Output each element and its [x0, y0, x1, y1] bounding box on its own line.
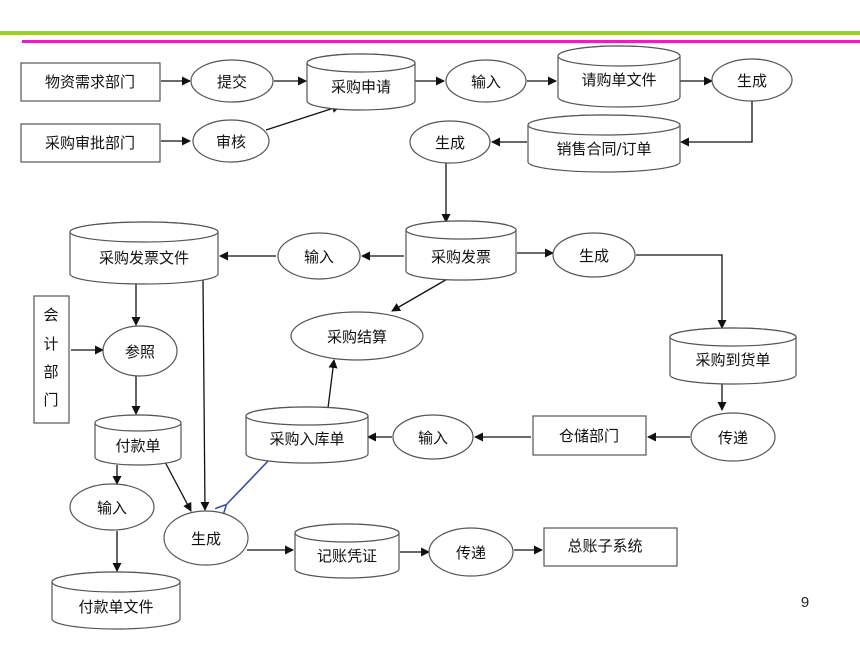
input-2-node: 输入 — [277, 232, 361, 280]
transfer-2-label: 传递 — [456, 544, 486, 562]
generate-2-label: 生成 — [435, 134, 465, 152]
purchase-invoice-store: 采购发票 — [405, 220, 517, 281]
input-1-label: 输入 — [471, 73, 501, 91]
input-3-node: 输入 — [392, 414, 474, 460]
accounting-dept-char-2: 计 — [43, 335, 58, 353]
edge-invfile-generate4 — [200, 279, 210, 511]
payment-file-label: 付款单文件 — [78, 598, 153, 616]
sales-contract-store: 销售合同/订单 — [527, 114, 681, 173]
transfer-1-label: 传递 — [718, 429, 748, 447]
dept-material: 物资需求部门 — [20, 62, 161, 102]
purchase-arrival-store: 采购到货单 — [669, 327, 797, 385]
purchase-invoice-file-label: 采购发票文件 — [99, 249, 189, 267]
requisition-file-store: 请购单文件 — [557, 45, 681, 108]
generate-1-node: 生成 — [711, 58, 793, 102]
generate-1-label: 生成 — [737, 72, 767, 90]
edge-receipt-settlement — [327, 359, 338, 409]
warehouse-dept-label: 仓储部门 — [559, 427, 619, 445]
edge-invoice-settlement — [391, 277, 450, 312]
voucher-store: 记账凭证 — [294, 523, 400, 579]
general-ledger: 总账子系统 — [543, 527, 678, 567]
generate-2-node: 生成 — [409, 120, 491, 164]
input-3-label: 输入 — [418, 429, 448, 447]
purchase-invoice-file-store: 采购发票文件 — [69, 221, 219, 285]
approve-label: 审核 — [216, 133, 246, 151]
submit-label: 提交 — [217, 73, 247, 91]
dept-purchase-approval-label: 采购审批部门 — [45, 134, 135, 152]
purchase-invoice-label: 采购发票 — [431, 248, 491, 266]
edge-payment-generate4 — [164, 461, 192, 512]
payment-order-label: 付款单 — [115, 437, 160, 455]
settlement-node: 采购结算 — [290, 311, 424, 361]
input-4-label: 输入 — [97, 499, 127, 517]
purchase-receipt-store: 采购入库单 — [245, 406, 369, 464]
accounting-dept: 会 计 部 门 — [33, 295, 70, 424]
edge-approve-request — [265, 104, 341, 131]
purchase-request-label: 采购申请 — [331, 78, 391, 96]
purchase-request-store: 采购申请 — [306, 53, 416, 111]
header-bar-green — [0, 31, 860, 35]
transfer-1-node: 传递 — [690, 412, 776, 462]
edge-generate1-sales — [680, 101, 753, 147]
approve-node: 审核 — [192, 119, 270, 163]
input-1-node: 输入 — [445, 59, 527, 103]
generate-3-label: 生成 — [579, 247, 609, 265]
annotation-arrow — [225, 458, 271, 506]
reference-node: 参照 — [102, 325, 178, 377]
voucher-label: 记账凭证 — [317, 547, 377, 565]
edges — [71, 76, 753, 572]
purchase-receipt-label: 采购入库单 — [269, 430, 344, 448]
settlement-label: 采购结算 — [327, 328, 387, 346]
general-ledger-label: 总账子系统 — [567, 537, 642, 555]
input-2-label: 输入 — [304, 248, 334, 266]
header-bar-magenta — [22, 40, 860, 43]
generate-4-label: 生成 — [191, 530, 221, 548]
accounting-dept-char-1: 会 — [43, 306, 58, 324]
payment-file-store: 付款单文件 — [51, 571, 181, 630]
requisition-file-label: 请购单文件 — [581, 71, 656, 89]
warehouse-dept: 仓储部门 — [532, 415, 647, 456]
submit-node: 提交 — [190, 59, 274, 103]
payment-order-store: 付款单 — [94, 414, 182, 466]
generate-3-node: 生成 — [552, 232, 636, 278]
edge-generate3-arrival — [636, 254, 727, 329]
dept-purchase-approval: 采购审批部门 — [20, 123, 161, 163]
dept-material-label: 物资需求部门 — [45, 73, 135, 91]
reference-label: 参照 — [125, 343, 155, 361]
transfer-2-node: 传递 — [428, 527, 514, 577]
purchase-arrival-label: 采购到货单 — [695, 351, 770, 369]
sales-contract-label: 销售合同/订单 — [556, 140, 651, 158]
accounting-dept-char-3: 部 — [43, 363, 58, 381]
generate-4-node: 生成 — [163, 510, 249, 566]
page-number: 9 — [801, 594, 809, 611]
accounting-dept-char-4: 门 — [43, 391, 58, 409]
input-4-node: 输入 — [69, 483, 155, 531]
